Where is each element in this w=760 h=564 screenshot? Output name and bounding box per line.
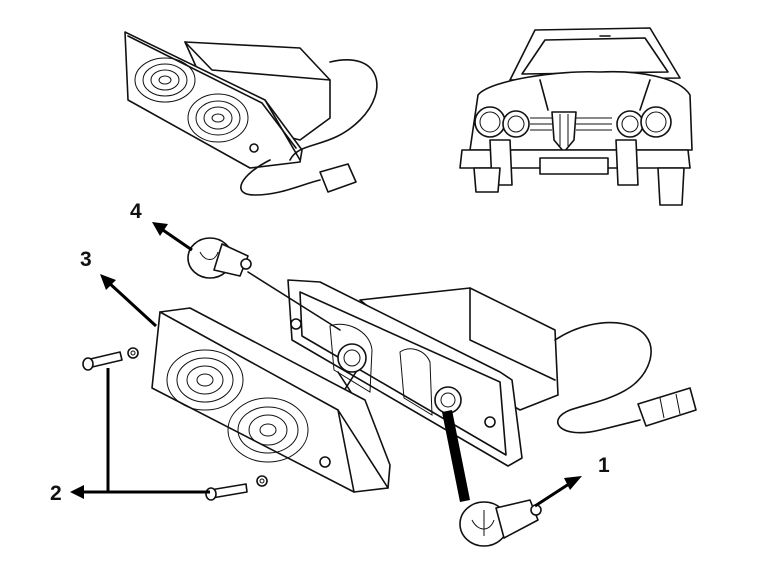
callout-2: 2 — [50, 482, 62, 505]
screw-upper — [82, 347, 139, 371]
lens-part-3 — [151, 307, 391, 493]
leader-arrows — [70, 222, 582, 508]
screw-lower — [205, 475, 268, 501]
bulb-part-4 — [187, 237, 341, 331]
car-front-illustration — [459, 27, 693, 206]
lens-rings — [134, 57, 249, 143]
callout-1: 1 — [598, 454, 610, 477]
lamp-housing — [287, 279, 697, 467]
callout-4: 4 — [130, 200, 142, 223]
assembled-indicator-lamp — [124, 31, 378, 196]
bulb-part-1 — [459, 499, 542, 547]
callout-3: 3 — [80, 248, 92, 271]
